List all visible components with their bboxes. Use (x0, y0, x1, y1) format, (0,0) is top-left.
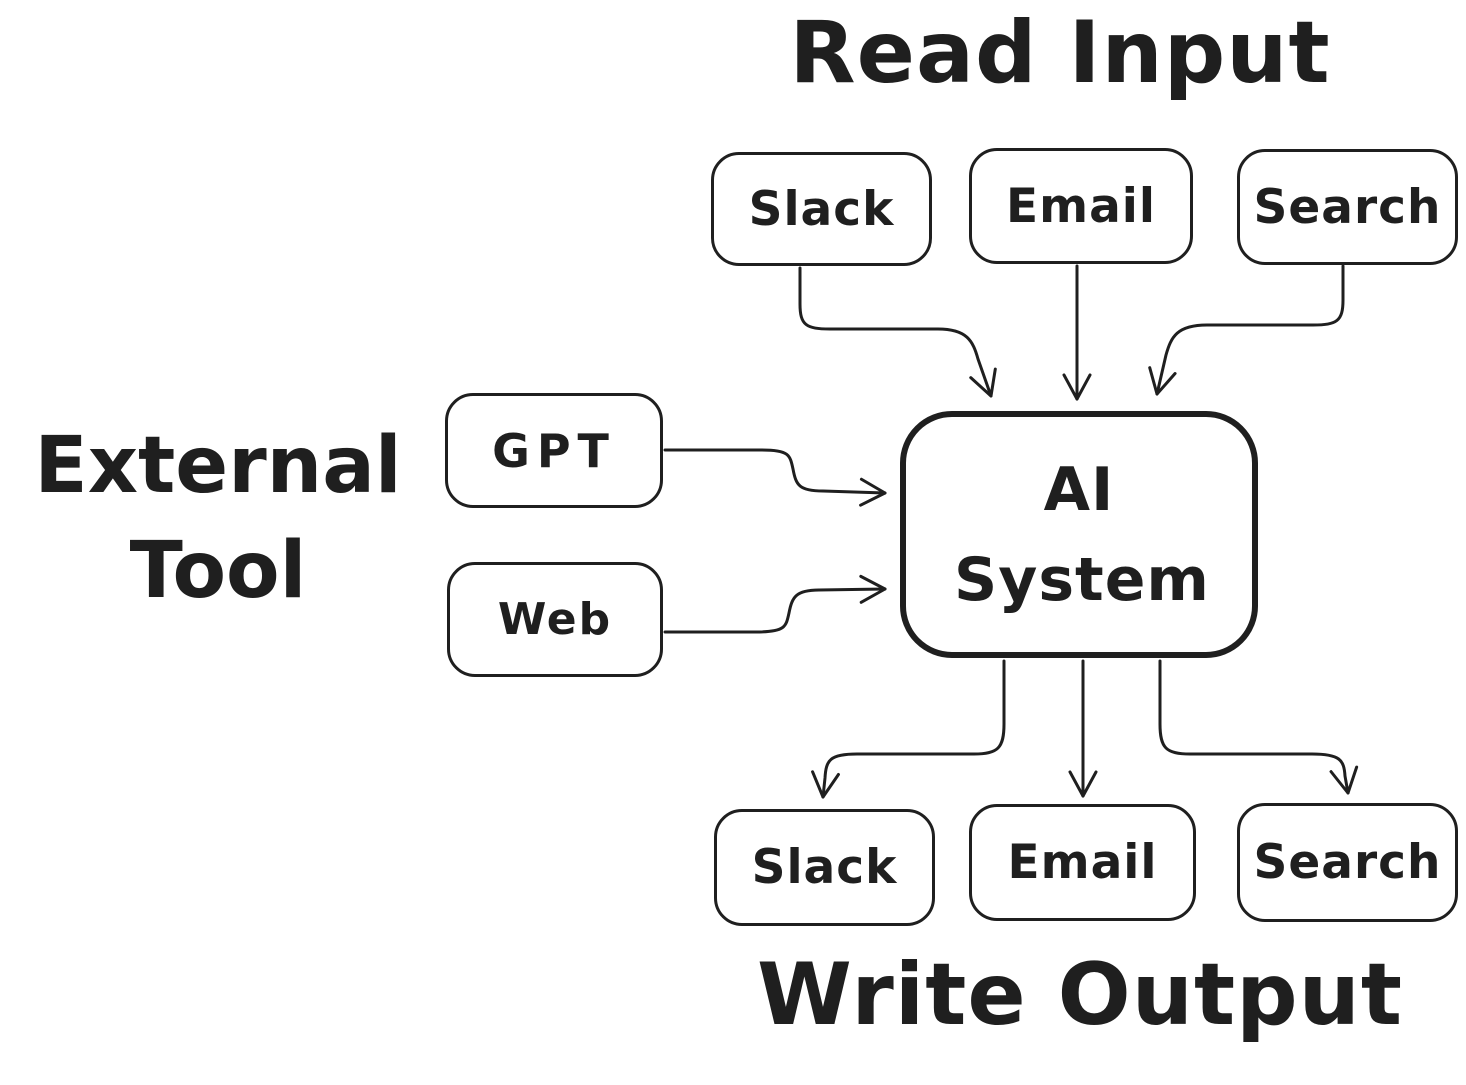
node-output-email-label: Email (1007, 835, 1158, 890)
external-tool-label: External Tool (34, 421, 402, 617)
arrow-web-to-ai (663, 574, 887, 634)
node-output-search-label: Search (1253, 835, 1442, 890)
node-ai-system-label: AI System (954, 454, 1210, 615)
node-external-gpt-label: GPT (492, 423, 616, 478)
node-output-slack-label: Slack (751, 840, 898, 895)
node-external-web: Web (447, 562, 663, 677)
node-input-search: Search (1237, 149, 1458, 265)
node-input-email: Email (969, 148, 1193, 264)
node-input-email-label: Email (1005, 178, 1157, 234)
node-output-email: Email (969, 804, 1196, 921)
node-output-slack: Slack (714, 809, 935, 926)
arrow-ai-to-output-slack (811, 659, 1006, 799)
node-input-slack: Slack (711, 152, 932, 266)
node-output-search: Search (1237, 803, 1458, 922)
node-external-web-label: Web (497, 594, 613, 645)
arrow-input-slack-to-ai (798, 266, 997, 398)
node-external-gpt: GPT (445, 393, 663, 508)
node-input-search-label: Search (1253, 179, 1442, 235)
read-input-title: Read Input (789, 3, 1331, 103)
node-input-slack-label: Slack (748, 181, 895, 237)
node-ai-system: AI System (900, 411, 1258, 658)
arrow-ai-to-output-search (1158, 659, 1359, 795)
arrow-gpt-to-ai (663, 448, 887, 507)
write-output-title: Write Output (757, 945, 1403, 1045)
arrow-input-search-to-ai (1148, 264, 1345, 396)
